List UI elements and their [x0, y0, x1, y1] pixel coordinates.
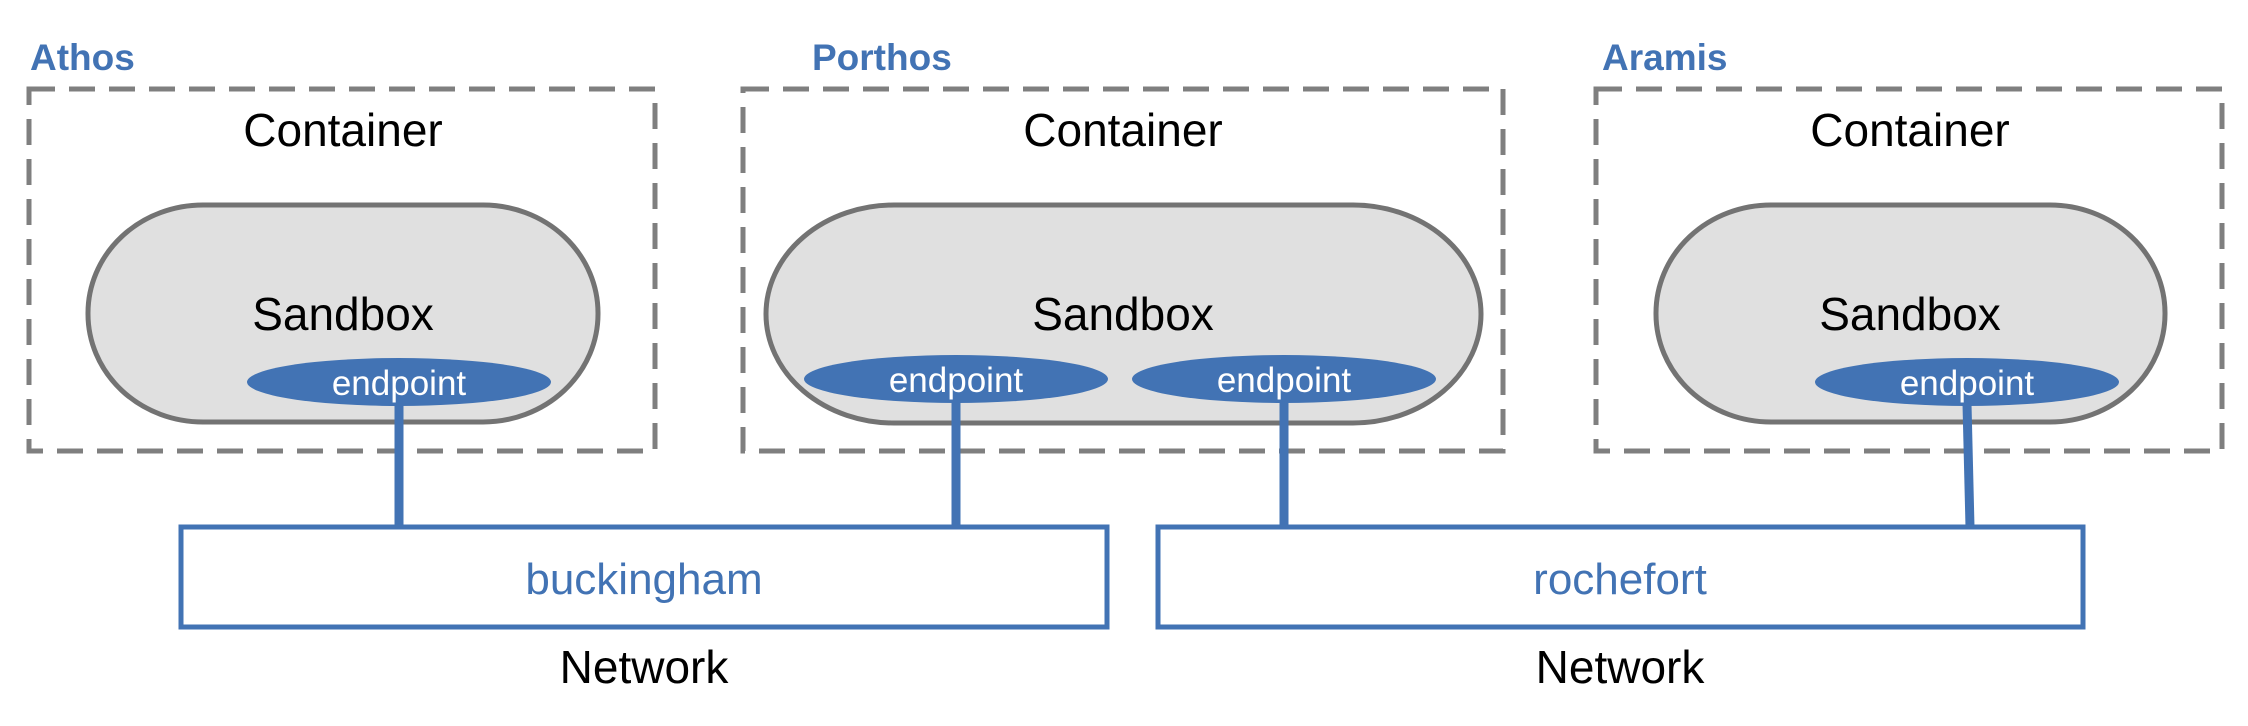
network-rochefort: rochefort Network	[1155, 524, 2086, 693]
endpoint-aramis	[1815, 358, 2119, 406]
host-aramis: Aramis Container Sandbox endpoint	[1593, 37, 2225, 454]
host-label-aramis: Aramis	[1602, 37, 1727, 78]
container-box-aramis	[1593, 86, 2225, 454]
endpoint-porthos-2	[1132, 355, 1436, 403]
network-box-rochefort	[1155, 524, 2086, 630]
network-buckingham: buckingham Network	[178, 524, 1110, 693]
endpoint-porthos-1	[804, 355, 1108, 403]
link-aramis-rochefort	[1962, 403, 1975, 528]
container-label-athos: Container	[243, 104, 442, 156]
container-label-aramis: Container	[1810, 104, 2009, 156]
endpoint-label-aramis: endpoint	[1900, 364, 2035, 403]
container-box-porthos	[740, 86, 1506, 454]
links	[394, 401, 1975, 528]
endpoint-label-porthos-1: endpoint	[889, 361, 1024, 400]
container-label-porthos: Container	[1023, 104, 1222, 156]
container-box-athos	[26, 86, 658, 454]
host-porthos: Porthos Container Sandbox endpoint endpo…	[740, 37, 1506, 454]
network-caption-buckingham: Network	[560, 641, 730, 693]
endpoint-label-athos: endpoint	[332, 364, 467, 403]
host-label-porthos: Porthos	[812, 37, 952, 78]
network-caption-rochefort: Network	[1536, 641, 1706, 693]
endpoint-athos	[247, 358, 551, 406]
network-box-buckingham	[178, 524, 1110, 630]
sandbox-label-athos: Sandbox	[252, 288, 434, 340]
endpoint-label-porthos-2: endpoint	[1217, 361, 1352, 400]
network-name-buckingham: buckingham	[525, 555, 762, 604]
sandbox-label-aramis: Sandbox	[1819, 288, 2001, 340]
host-label-athos: Athos	[30, 37, 135, 78]
sandbox-label-porthos: Sandbox	[1032, 288, 1214, 340]
host-athos: Athos Container Sandbox endpoint	[26, 37, 658, 454]
network-name-rochefort: rochefort	[1533, 555, 1707, 604]
